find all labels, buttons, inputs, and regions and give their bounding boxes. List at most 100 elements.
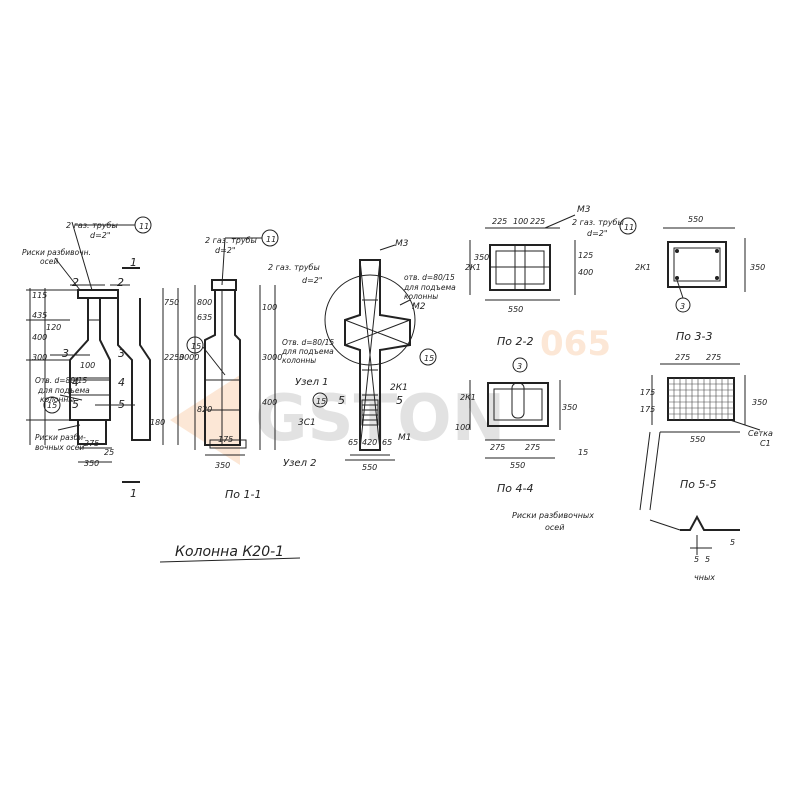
dim-820: 820	[197, 405, 212, 414]
marks-axes-long-2: осей	[545, 523, 564, 532]
cut-5-center-right: 5	[396, 394, 403, 407]
cut-5-left: 5	[72, 398, 79, 411]
dim-275-e: 275	[675, 353, 690, 362]
dim-100-d: 100	[455, 423, 470, 432]
cut-1-top: 1	[130, 256, 137, 269]
lifting-label-c: для подъема	[403, 283, 456, 292]
dim-100-b: 100	[262, 303, 277, 312]
marks-axes-label-3: Риски разби-	[35, 433, 86, 442]
marks-axes-label: Риски разбивочн.	[22, 248, 91, 257]
cut-3-left: 3	[62, 347, 69, 360]
pipe-label-2: 2 газ. трубы	[205, 236, 257, 245]
column-label: колонны	[40, 395, 74, 404]
dim-275: 275	[84, 439, 99, 448]
part-m3-b: М3	[577, 205, 591, 215]
dim-115: 115	[32, 291, 47, 300]
marks-detail	[649, 514, 740, 555]
dim-800: 800	[197, 298, 212, 307]
callout-11-b: 11	[266, 235, 276, 244]
pipe-label-4: 2 газ. трубы	[572, 218, 624, 227]
section-1-1-title: По 1-1	[225, 488, 261, 501]
dim-5-a: 5	[694, 555, 699, 564]
callout-15-e: 15	[578, 448, 588, 457]
pipe-d-2: d=2"	[215, 246, 236, 255]
cut-4-left: 4	[72, 376, 79, 389]
part-2k1-a: 2К1	[390, 383, 408, 393]
dim-180: 180	[150, 418, 165, 427]
hole-label-c: отв. d=80/15	[404, 273, 455, 282]
watermark-subtext: 065	[540, 324, 611, 364]
dim-3000-b: 3000	[262, 353, 282, 362]
part-m2: М2	[412, 302, 426, 312]
dim-225-a: 225	[492, 217, 507, 226]
dim-350-d: 350	[474, 253, 489, 262]
cut-4-right: 4	[118, 376, 125, 389]
section-2-2-title: По 2-2	[497, 335, 533, 348]
dim-420: 420	[362, 438, 377, 447]
column-label-c: колонны	[404, 292, 438, 301]
dim-175-a: 175	[640, 388, 655, 397]
dim-3000: 3000	[179, 353, 199, 362]
drawing-title: Колонна К20-1	[175, 544, 284, 560]
cut-1-bottom: 1	[130, 487, 137, 500]
dim-100-c: 100	[513, 217, 528, 226]
column-label-b: колонны	[282, 356, 316, 365]
cut-5-right: 5	[118, 398, 125, 411]
pipe-d-3: d=2"	[302, 276, 323, 285]
part-2k1-b: 2К1	[465, 263, 481, 272]
dim-435: 435	[32, 311, 47, 320]
hole-label-b: Отв. d=80/15	[282, 338, 334, 347]
section-3-3-title: По 3-3	[676, 330, 712, 343]
dim-400-b: 400	[262, 398, 277, 407]
cut-3-right: 3	[118, 347, 125, 360]
dim-100: 100	[80, 361, 95, 370]
mesh-c1-label: С1	[760, 439, 771, 448]
callout-11-c: 11	[624, 223, 634, 232]
hole-label: Отв. d=80/15	[35, 376, 87, 385]
dim-65-a: 65	[348, 438, 358, 447]
elevation-1-1	[26, 216, 179, 483]
dim-2250: 2250	[164, 353, 184, 362]
dim-350-g: 350	[752, 398, 767, 407]
section-4-4-drawing	[469, 357, 561, 459]
dim-350-e: 350	[750, 263, 765, 272]
dim-275-f: 275	[706, 353, 721, 362]
dim-350-b: 350	[215, 461, 230, 470]
dim-5-c: 5	[730, 538, 735, 547]
rebar-3-b: 3	[517, 362, 522, 371]
section-3-3-drawing	[663, 227, 746, 313]
dim-400: 400	[32, 333, 47, 342]
section-5-5-title: По 5-5	[680, 478, 716, 491]
part-2k1-c: 2К1	[635, 263, 651, 272]
dim-550-e: 550	[688, 215, 703, 224]
pipe-label-3: 2 газ. трубы	[268, 263, 320, 272]
dim-550-f: 550	[510, 461, 525, 470]
section-5-5-drawing	[639, 363, 761, 511]
dim-175: 175	[218, 435, 233, 444]
dim-550-c: 550	[362, 463, 377, 472]
elevation-b	[186, 229, 279, 456]
callout-15-d: 15	[316, 397, 326, 406]
dim-275-c: 275	[490, 443, 505, 452]
dim-225-b: 225	[530, 217, 545, 226]
callout-15-a: 15	[47, 401, 57, 410]
dim-65-b: 65	[382, 438, 392, 447]
mesh-label: Сетка	[748, 429, 773, 438]
dim-750: 750	[164, 298, 179, 307]
dim-275-d: 275	[525, 443, 540, 452]
dim-350: 350	[84, 459, 99, 468]
dim-550-g: 550	[690, 435, 705, 444]
dim-120: 120	[46, 323, 61, 332]
pipe-d-1: d=2"	[90, 231, 111, 240]
lifting-label-b: для подъема	[281, 347, 334, 356]
part-m3: М3	[395, 239, 409, 249]
callout-15-c: 15	[424, 354, 434, 363]
dim-125: 125	[578, 251, 593, 260]
dim-5-b: 5	[705, 555, 710, 564]
callout-15-b: 15	[191, 342, 201, 351]
part-2k1-d: 2К1	[460, 393, 476, 402]
pipe-d-4: d=2"	[587, 229, 608, 238]
pipe-label-1: 2 газ. трубы	[66, 221, 118, 230]
cut-5-center-left: 5	[338, 394, 345, 407]
